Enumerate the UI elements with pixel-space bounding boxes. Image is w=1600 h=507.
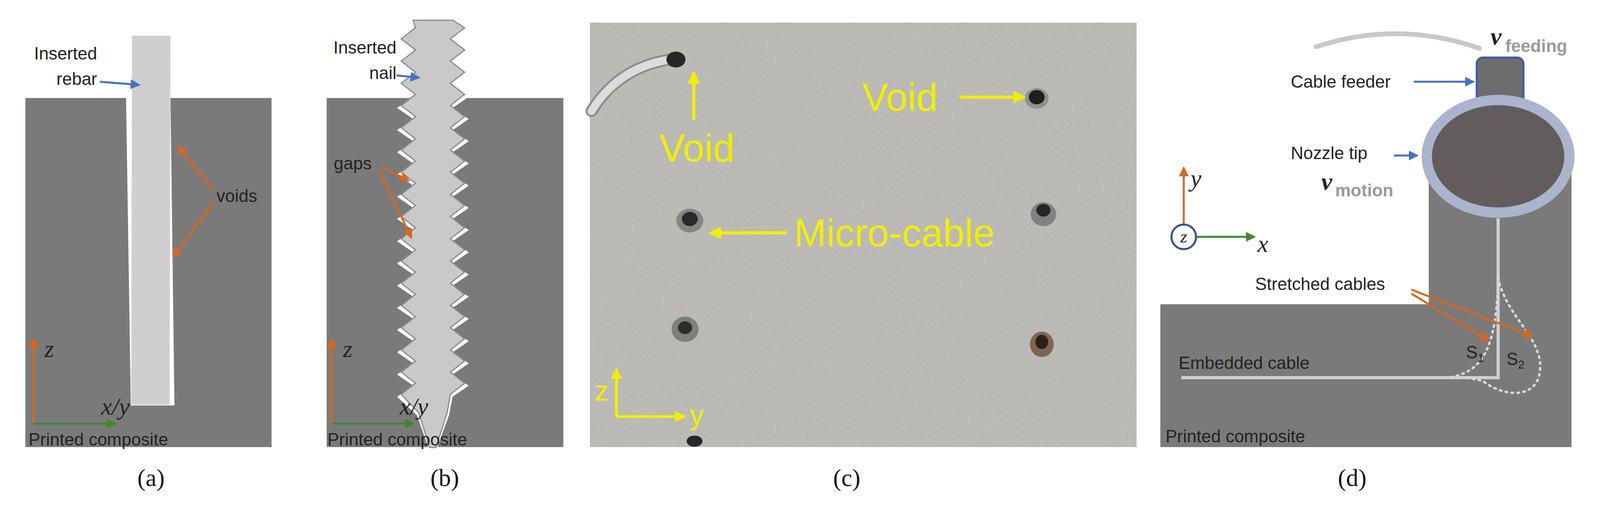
nail [401,20,465,448]
part-label: Inserted rebar [19,40,98,92]
velocity-symbol: v [1490,18,1502,55]
micro-cable [591,59,670,112]
micro-cable-end [1035,334,1049,349]
velocity-symbol: v [1321,163,1333,200]
part-label: Inserted nail [317,34,397,86]
part-label: Embedded cable [1178,350,1310,376]
axis-label: x/y [101,388,130,425]
concrete-texture [589,22,1137,447]
leader-line [381,166,410,181]
leader-line [396,75,420,78]
callout-label: Void [862,68,938,126]
axis-arrow [331,338,334,424]
void [666,51,686,68]
micro-cable [591,59,670,112]
leader-arrow [959,95,1025,99]
axis-label: x [1257,225,1269,262]
axis-label: z [1180,223,1187,250]
axis-arrow [33,422,116,425]
composite-block [1160,304,1572,447]
micro-cable-end [1030,202,1057,226]
leader-arrow [709,231,787,235]
z-axis-symbol [1171,224,1197,249]
panel-label: (d) [1337,459,1367,496]
leader-line [99,81,140,85]
micro-cable-end [676,208,704,233]
panel-label: (b) [430,459,460,496]
part-label: Cable feeder [1290,68,1391,95]
concrete-texture [589,22,1137,447]
leader-line [379,171,412,238]
axis-arrow [616,415,686,418]
callout-label: gaps [333,150,372,177]
axis-arrow [615,368,619,417]
part-label: Nozzle tip [1290,140,1368,166]
axis-arrow [32,338,35,424]
callout-label: Void [659,119,735,177]
length-symbol: S [1466,339,1478,365]
callout-label: voids [216,183,258,209]
axis-label: z [342,331,353,367]
length-subscript: 1 [1477,348,1485,367]
axis-arrow [331,422,414,425]
void [686,435,703,447]
axis-label: z [44,331,54,367]
leader-line [1411,293,1489,341]
stretched-cable [1446,277,1499,378]
callout-label: Stretched cables [1255,271,1386,297]
micro-cable-end [671,316,699,342]
nozzle-tip [1426,99,1570,213]
void [1028,89,1045,105]
axis-label: y [689,393,705,435]
axis-label: z [594,369,609,412]
axis-arrow [1196,235,1255,238]
axis-label: x/y [399,388,429,425]
axis-label: y [1190,160,1202,197]
panel-label: (c) [833,459,861,496]
rebar [131,35,171,405]
cable [1316,33,1480,49]
micro-cable-end [677,321,693,334]
micro-cable-end [1036,203,1051,217]
callout-label: Micro-cable [794,204,995,261]
leader-line [173,202,214,257]
leader-line [1413,80,1474,83]
region-label: Printed composite [28,426,169,452]
void [1024,88,1049,109]
region-label: Printed composite [327,426,467,452]
leader-line [177,145,214,190]
leader-line [1393,154,1418,157]
velocity-subscript: feeding [1505,33,1568,59]
micro-cable-end [681,211,698,226]
leader-arrow [692,72,696,120]
panel-label: (a) [137,459,165,496]
length-symbol: S [1506,346,1518,372]
velocity-subscript: motion [1335,177,1394,203]
axis-arrow [1182,167,1185,224]
concrete-photo [589,22,1137,447]
leader-line [1411,289,1533,337]
region-label: Printed composite [1165,423,1306,449]
length-subscript: 2 [1517,355,1525,374]
micro-cable-end [1029,331,1054,357]
